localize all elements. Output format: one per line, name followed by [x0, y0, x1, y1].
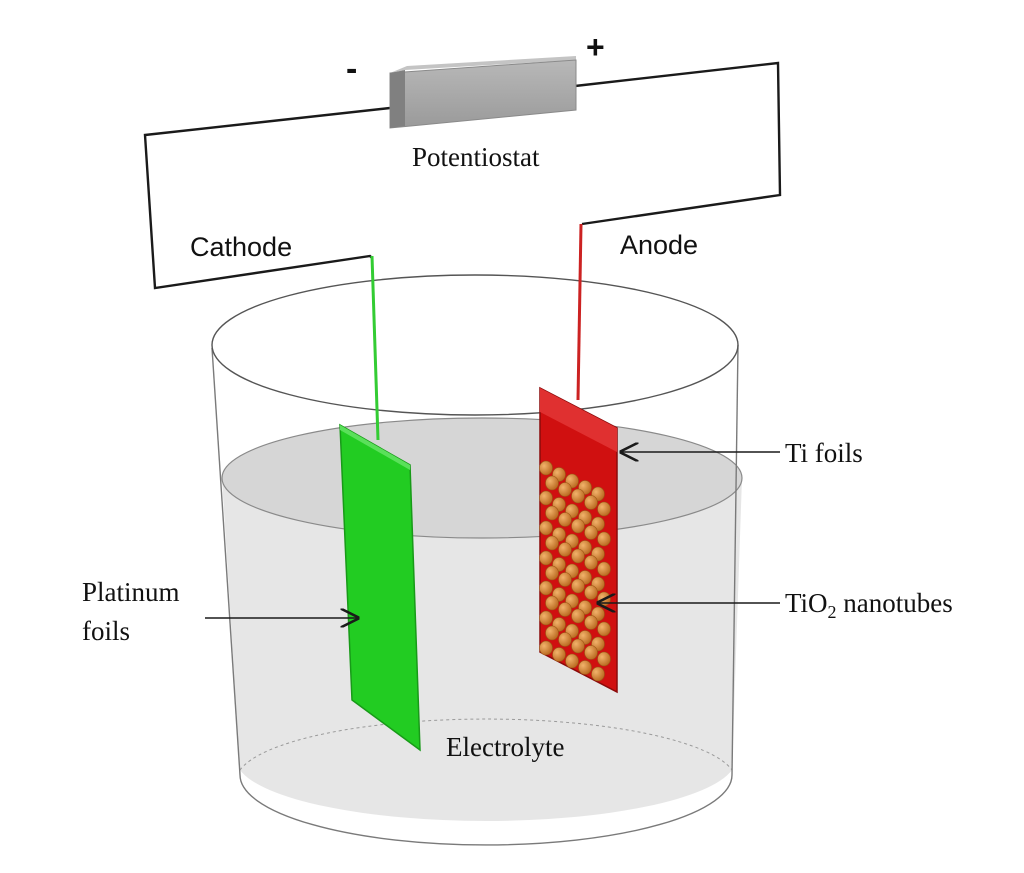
- nanotube: [558, 542, 572, 557]
- nanotube: [539, 550, 553, 566]
- ti-foils-label: Ti foils: [785, 438, 863, 468]
- anode-label: Anode: [620, 230, 698, 260]
- potentiostat-box: [389, 56, 577, 129]
- platinum-label-line1: Platinum: [82, 577, 180, 607]
- nanotube: [558, 482, 572, 497]
- platinum-label-line2: foils: [82, 616, 130, 646]
- nanotube: [558, 572, 572, 587]
- nanotube: [539, 610, 553, 626]
- potentiostat-label: Potentiostat: [412, 142, 540, 172]
- nanotube: [539, 490, 553, 506]
- nanotube: [597, 531, 611, 547]
- nanotube: [584, 615, 598, 630]
- platinum-foil: [339, 423, 421, 752]
- cathode-label: Cathode: [190, 232, 292, 262]
- nanotube: [571, 488, 585, 504]
- minus-sign: -: [346, 50, 357, 88]
- tio2-nanotubes: [539, 460, 611, 682]
- nanotube: [571, 578, 585, 594]
- cathode-wire: [370, 255, 380, 441]
- nanotube: [565, 653, 579, 669]
- nanotube: [558, 512, 572, 527]
- nanotube: [545, 535, 559, 551]
- nanotube: [545, 565, 559, 581]
- nanotube: [539, 580, 553, 596]
- nanotube: [571, 638, 585, 654]
- nanotube: [584, 645, 598, 660]
- tio2-subscript: 2: [828, 602, 837, 622]
- tio2-suffix: nanotubes: [837, 588, 953, 618]
- nanotube: [539, 520, 553, 536]
- nanotube: [545, 595, 559, 611]
- anode-wire: [576, 223, 583, 401]
- electrolyte-label: Electrolyte: [446, 732, 564, 762]
- electrolyte-surface: [221, 417, 743, 539]
- nanotube: [545, 475, 559, 491]
- tio2-prefix: TiO: [785, 588, 828, 618]
- nanotube: [591, 666, 605, 682]
- nanotube: [571, 608, 585, 624]
- nanotube: [571, 548, 585, 564]
- tio2-nanotubes-label: TiO2 nanotubes: [785, 588, 953, 622]
- nanotube: [597, 591, 611, 607]
- nanotube: [597, 621, 611, 637]
- nanotube: [558, 632, 572, 647]
- nanotube: [571, 518, 585, 534]
- nanotube: [597, 651, 611, 667]
- beaker-rim: [211, 274, 739, 416]
- nanotube: [584, 585, 598, 600]
- nanotube: [545, 505, 559, 521]
- nanotube: [597, 561, 611, 577]
- nanotube: [597, 501, 611, 517]
- nanotube: [539, 640, 553, 656]
- nanotube: [584, 525, 598, 540]
- nanotube: [545, 625, 559, 641]
- nanotube: [558, 602, 572, 617]
- nanotube: [578, 660, 592, 675]
- nanotube: [584, 495, 598, 510]
- circuit-wire-right: [574, 61, 782, 226]
- nanotube: [539, 460, 553, 476]
- plus-sign: +: [586, 29, 605, 65]
- nanotube: [584, 555, 598, 570]
- nanotube: [552, 647, 566, 662]
